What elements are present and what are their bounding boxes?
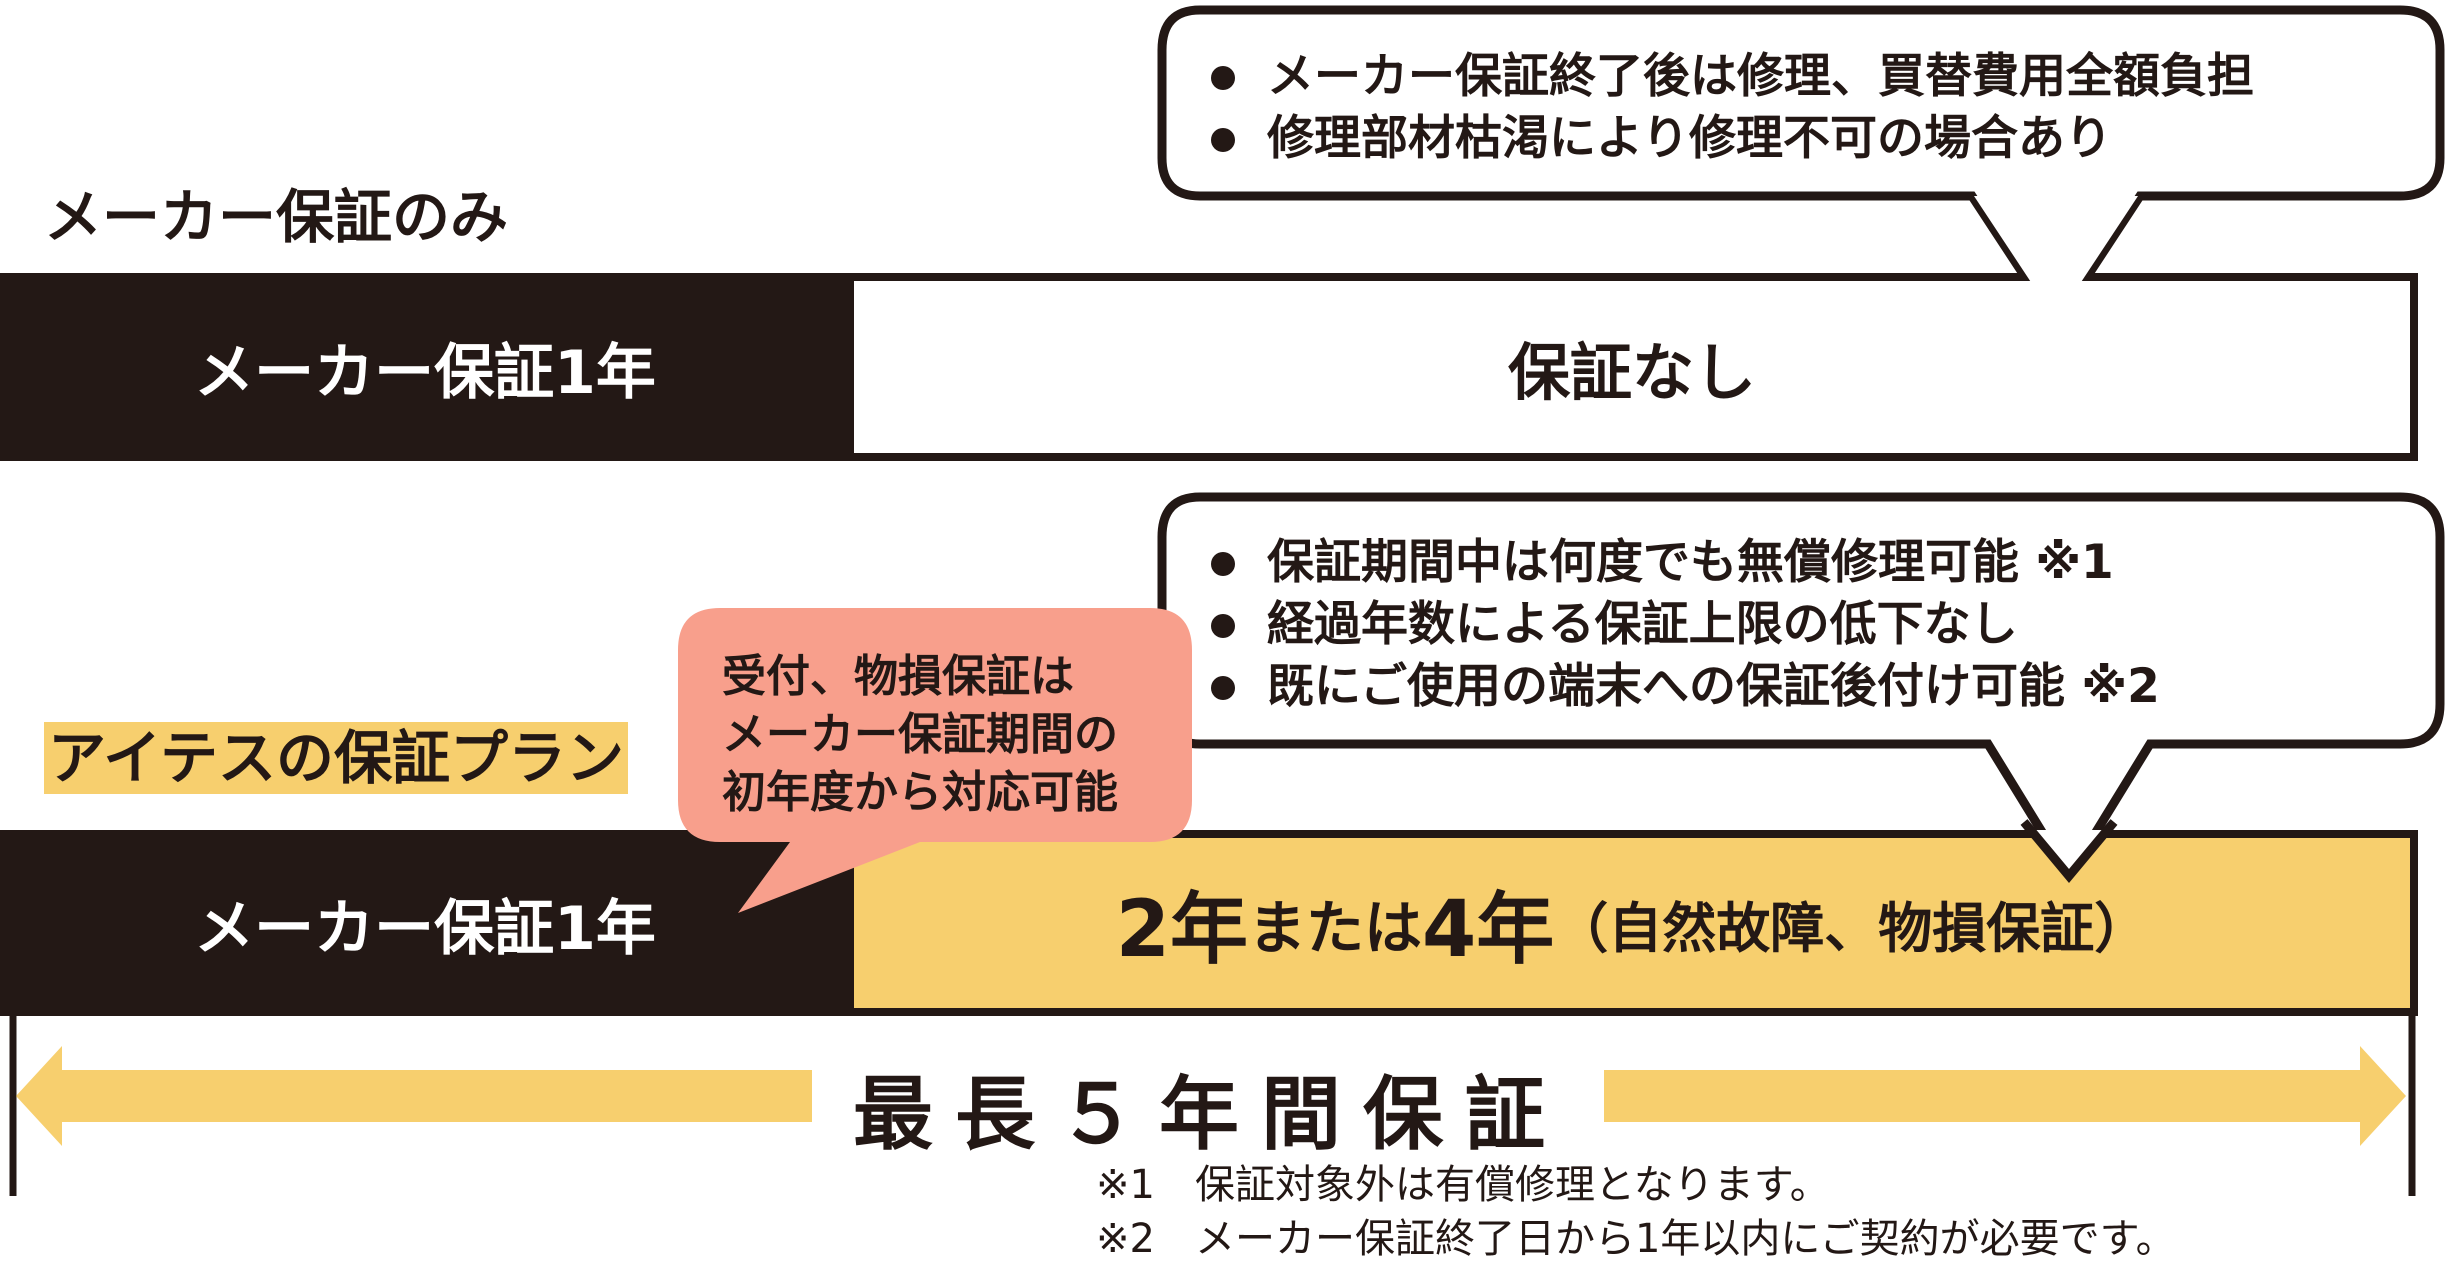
right-arrow-icon bbox=[1604, 1046, 2406, 1146]
bubble-point: メーカー保証終了後は修理、買替費用全額負担 bbox=[1205, 46, 2254, 108]
maker-only-bubble-points: メーカー保証終了後は修理、買替費用全額負担 修理部材枯渇により修理不可の場合あり bbox=[1205, 46, 2254, 170]
aites-plan-bubble-points: 保証期間中は何度でも無償修理可能 ※1 経過年数による保証上限の低下なし 既にご… bbox=[1205, 532, 2160, 718]
aites-plan-bubble bbox=[1157, 492, 2445, 885]
max-warranty-label: 最長５年間保証 bbox=[853, 1068, 1567, 1161]
extended-warranty-cell: 2年 または 4年 （自然故障、物損保証） bbox=[846, 830, 2418, 1016]
bubble-point: 保証期間中は何度でも無償修理可能 ※1 bbox=[1205, 532, 2160, 594]
maker-warranty-cell: メーカー保証1年 bbox=[0, 273, 850, 461]
bubble-point: 経過年数による保証上限の低下なし bbox=[1205, 594, 2160, 656]
bubble-point: 既にご使用の端末への保証後付け可能 ※2 bbox=[1205, 656, 2160, 718]
footnote: ※2 メーカー保証終了日から1年以内にご契約が必要です。 bbox=[1096, 1216, 2176, 1262]
coverage-detail: （自然故障、物損保証） bbox=[1554, 896, 2149, 960]
or-text: または bbox=[1247, 894, 1422, 962]
years-2: 2年 bbox=[1115, 885, 1248, 975]
pink-bubble-text: 受付、物損保証は メーカー保証期間の 初年度から対応可能 bbox=[722, 648, 1118, 822]
bubble-point: 修理部材枯渇により修理不可の場合あり bbox=[1205, 108, 2254, 170]
maker-warranty-cell: メーカー保証1年 bbox=[0, 830, 850, 1016]
pink-bubble-line: 受付、物損保証は bbox=[722, 651, 1074, 702]
aites-plan-heading: アイテスの保証プラン bbox=[44, 722, 628, 794]
years-4: 4年 bbox=[1422, 885, 1555, 975]
left-arrow-icon bbox=[16, 1046, 812, 1146]
pink-bubble-line: 初年度から対応可能 bbox=[722, 767, 1118, 818]
maker-only-heading: メーカー保証のみ bbox=[44, 183, 509, 251]
footnote: ※1 保証対象外は有償修理となります。 bbox=[1096, 1162, 1830, 1208]
no-warranty-cell: 保証なし bbox=[846, 273, 2418, 461]
pink-bubble-line: メーカー保証期間の bbox=[722, 709, 1118, 760]
